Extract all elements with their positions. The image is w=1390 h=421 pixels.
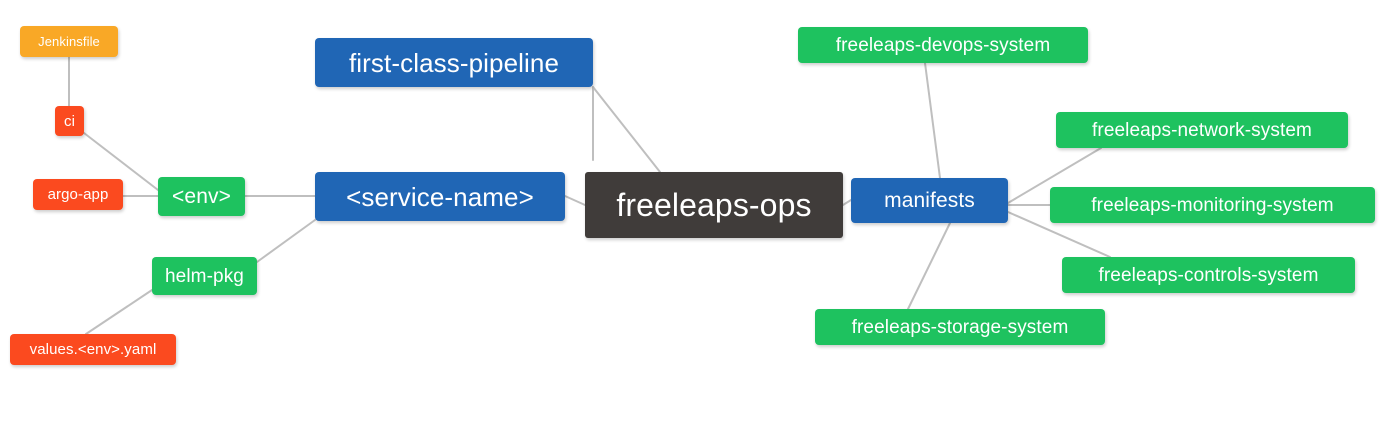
node-ci[interactable]: ci — [55, 106, 84, 136]
edge-manifests-to-devops — [924, 62, 941, 179]
node-label-service: <service-name> — [346, 181, 534, 212]
node-network[interactable]: freeleaps-network-system — [1056, 112, 1348, 148]
node-label-controls: freeleaps-controls-system — [1098, 264, 1319, 286]
edge-pipeline-to-root — [592, 86, 661, 173]
node-label-storage: freeleaps-storage-system — [851, 316, 1069, 338]
node-helm[interactable]: helm-pkg — [152, 257, 257, 295]
node-values[interactable]: values.<env>.yaml — [10, 334, 176, 365]
node-controls[interactable]: freeleaps-controls-system — [1062, 257, 1355, 293]
node-label-root: freeleaps-ops — [616, 187, 812, 223]
node-label-monitoring: freeleaps-monitoring-system — [1091, 194, 1334, 216]
node-argo[interactable]: argo-app — [33, 179, 123, 210]
node-label-ci: ci — [63, 112, 76, 130]
node-storage[interactable]: freeleaps-storage-system — [815, 309, 1105, 345]
node-root[interactable]: freeleaps-ops — [585, 172, 843, 238]
node-label-devops: freeleaps-devops-system — [835, 34, 1051, 56]
node-label-network: freeleaps-network-system — [1092, 119, 1312, 141]
node-env[interactable]: <env> — [158, 177, 245, 216]
node-label-manifests: manifests — [884, 189, 975, 212]
node-jenkins[interactable]: Jenkinsfile — [20, 26, 118, 57]
node-label-helm: helm-pkg — [165, 265, 244, 287]
edge-helm-to-values — [85, 289, 153, 335]
node-label-jenkins: Jenkinsfile — [38, 34, 100, 49]
edge-root-to-service — [564, 195, 586, 206]
node-manifests[interactable]: manifests — [851, 178, 1008, 223]
node-label-pipeline: first-class-pipeline — [348, 47, 560, 78]
node-label-argo: argo-app — [47, 186, 109, 203]
edge-manifests-to-storage — [907, 222, 951, 310]
node-monitoring[interactable]: freeleaps-monitoring-system — [1050, 187, 1375, 223]
node-label-env: <env> — [172, 185, 231, 208]
edge-service-to-helm — [256, 219, 316, 263]
node-pipeline[interactable]: first-class-pipeline — [315, 38, 593, 87]
node-devops[interactable]: freeleaps-devops-system — [798, 27, 1088, 63]
node-service[interactable]: <service-name> — [315, 172, 565, 221]
edge-root-to-manifests — [842, 199, 852, 206]
node-label-values: values.<env>.yaml — [29, 341, 157, 358]
